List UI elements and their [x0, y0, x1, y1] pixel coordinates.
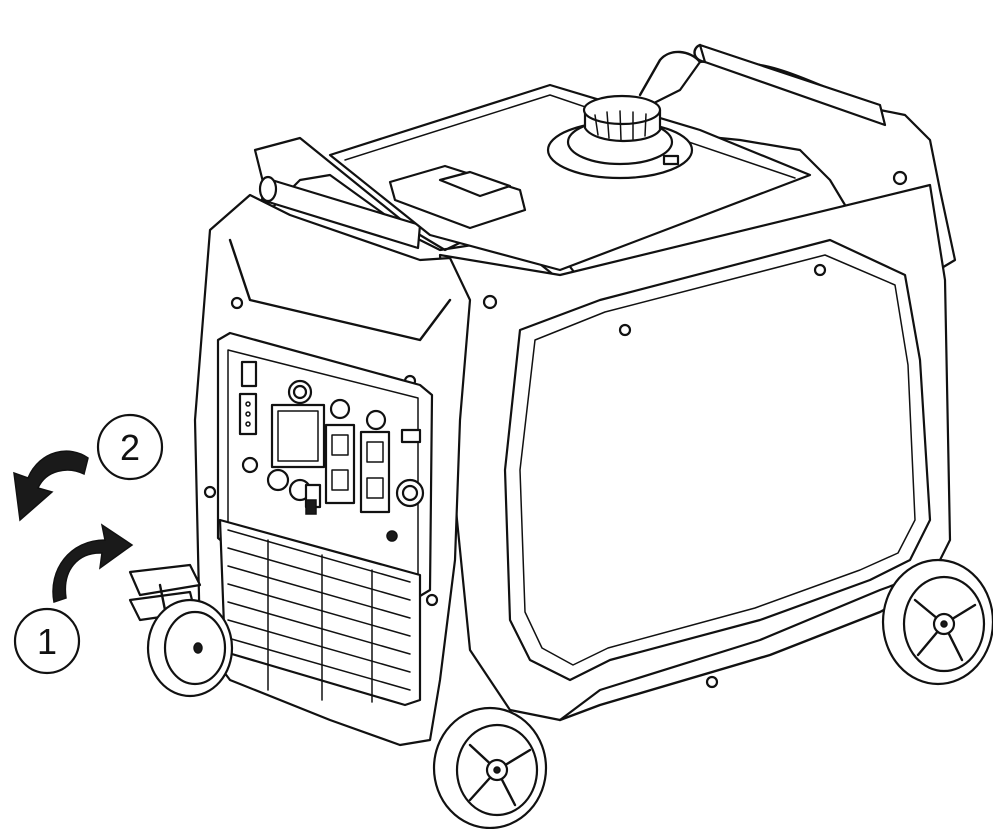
- side-body: [438, 170, 952, 722]
- control-panel: [216, 331, 434, 598]
- callout-2: 2: [96, 413, 164, 481]
- fuel-cap: [546, 94, 694, 180]
- arrow-1: [52, 523, 134, 603]
- callout-1-label: 1: [37, 621, 57, 662]
- callout-1: 1: [13, 607, 81, 675]
- wheel-rear-right: [881, 558, 993, 686]
- top-panel: [328, 83, 812, 272]
- wheel-front-right: [432, 706, 548, 829]
- arrow-2: [13, 450, 89, 522]
- wheel-front-left: [146, 598, 234, 698]
- brake-latch: [128, 563, 202, 622]
- callout-2-label: 2: [120, 427, 140, 468]
